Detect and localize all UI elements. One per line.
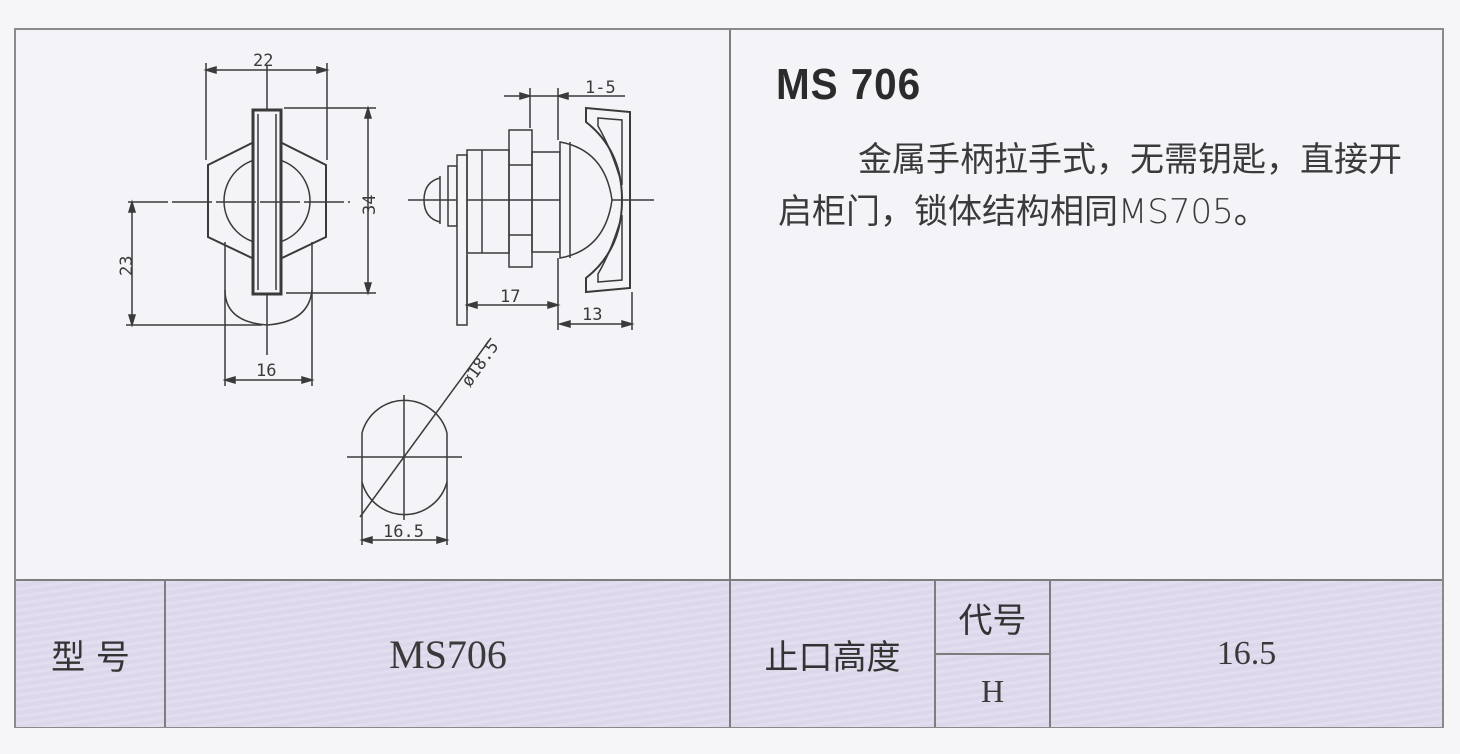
side-view bbox=[408, 88, 654, 330]
row-divider bbox=[16, 579, 1442, 581]
drawing-svg: 22 34 23 16 1-5 17 13 ø18.5 16.5 bbox=[117, 51, 654, 545]
height-value: 16.5 bbox=[1216, 635, 1277, 672]
dim-13: 13 bbox=[582, 305, 602, 325]
model-value: MS706 bbox=[389, 631, 507, 677]
cell-divider bbox=[164, 581, 166, 727]
stop-height-label: 止口高度 bbox=[764, 637, 901, 678]
cell-divider bbox=[934, 581, 936, 727]
cutout-view bbox=[347, 337, 492, 545]
dim-diameter: ø18.5 bbox=[458, 337, 504, 390]
dim-1-5: 1-5 bbox=[585, 78, 616, 98]
dim-23: 23 bbox=[117, 256, 137, 276]
cell-divider bbox=[729, 581, 731, 727]
column-divider bbox=[729, 30, 731, 580]
description-panel: MS 706 金属手柄拉手式，无需钥匙，直接开启柜门，锁体结构相同MS705。 bbox=[732, 30, 1442, 580]
dim-17: 17 bbox=[500, 287, 520, 307]
product-title: MS 706 bbox=[776, 60, 922, 109]
dim-22: 22 bbox=[253, 51, 273, 71]
model-label: 型 号 bbox=[51, 637, 130, 678]
technical-drawing: 22 34 23 16 1-5 17 13 ø18.5 16.5 bbox=[16, 30, 730, 580]
front-view bbox=[126, 63, 376, 386]
dim-16: 16 bbox=[256, 361, 276, 381]
code-label: 代号 bbox=[958, 600, 1027, 641]
spec-table: 型 号 MS706 止口高度 代号 H 16.5 bbox=[16, 579, 1442, 727]
cell-divider bbox=[1049, 581, 1051, 727]
dim-34: 34 bbox=[360, 195, 380, 215]
dim-16-5: 16.5 bbox=[383, 522, 424, 542]
product-description: 金属手柄拉手式，无需钥匙，直接开启柜门，锁体结构相同MS705。 bbox=[778, 140, 1402, 232]
cell-divider bbox=[936, 653, 1049, 655]
code-value: H bbox=[980, 672, 1005, 709]
